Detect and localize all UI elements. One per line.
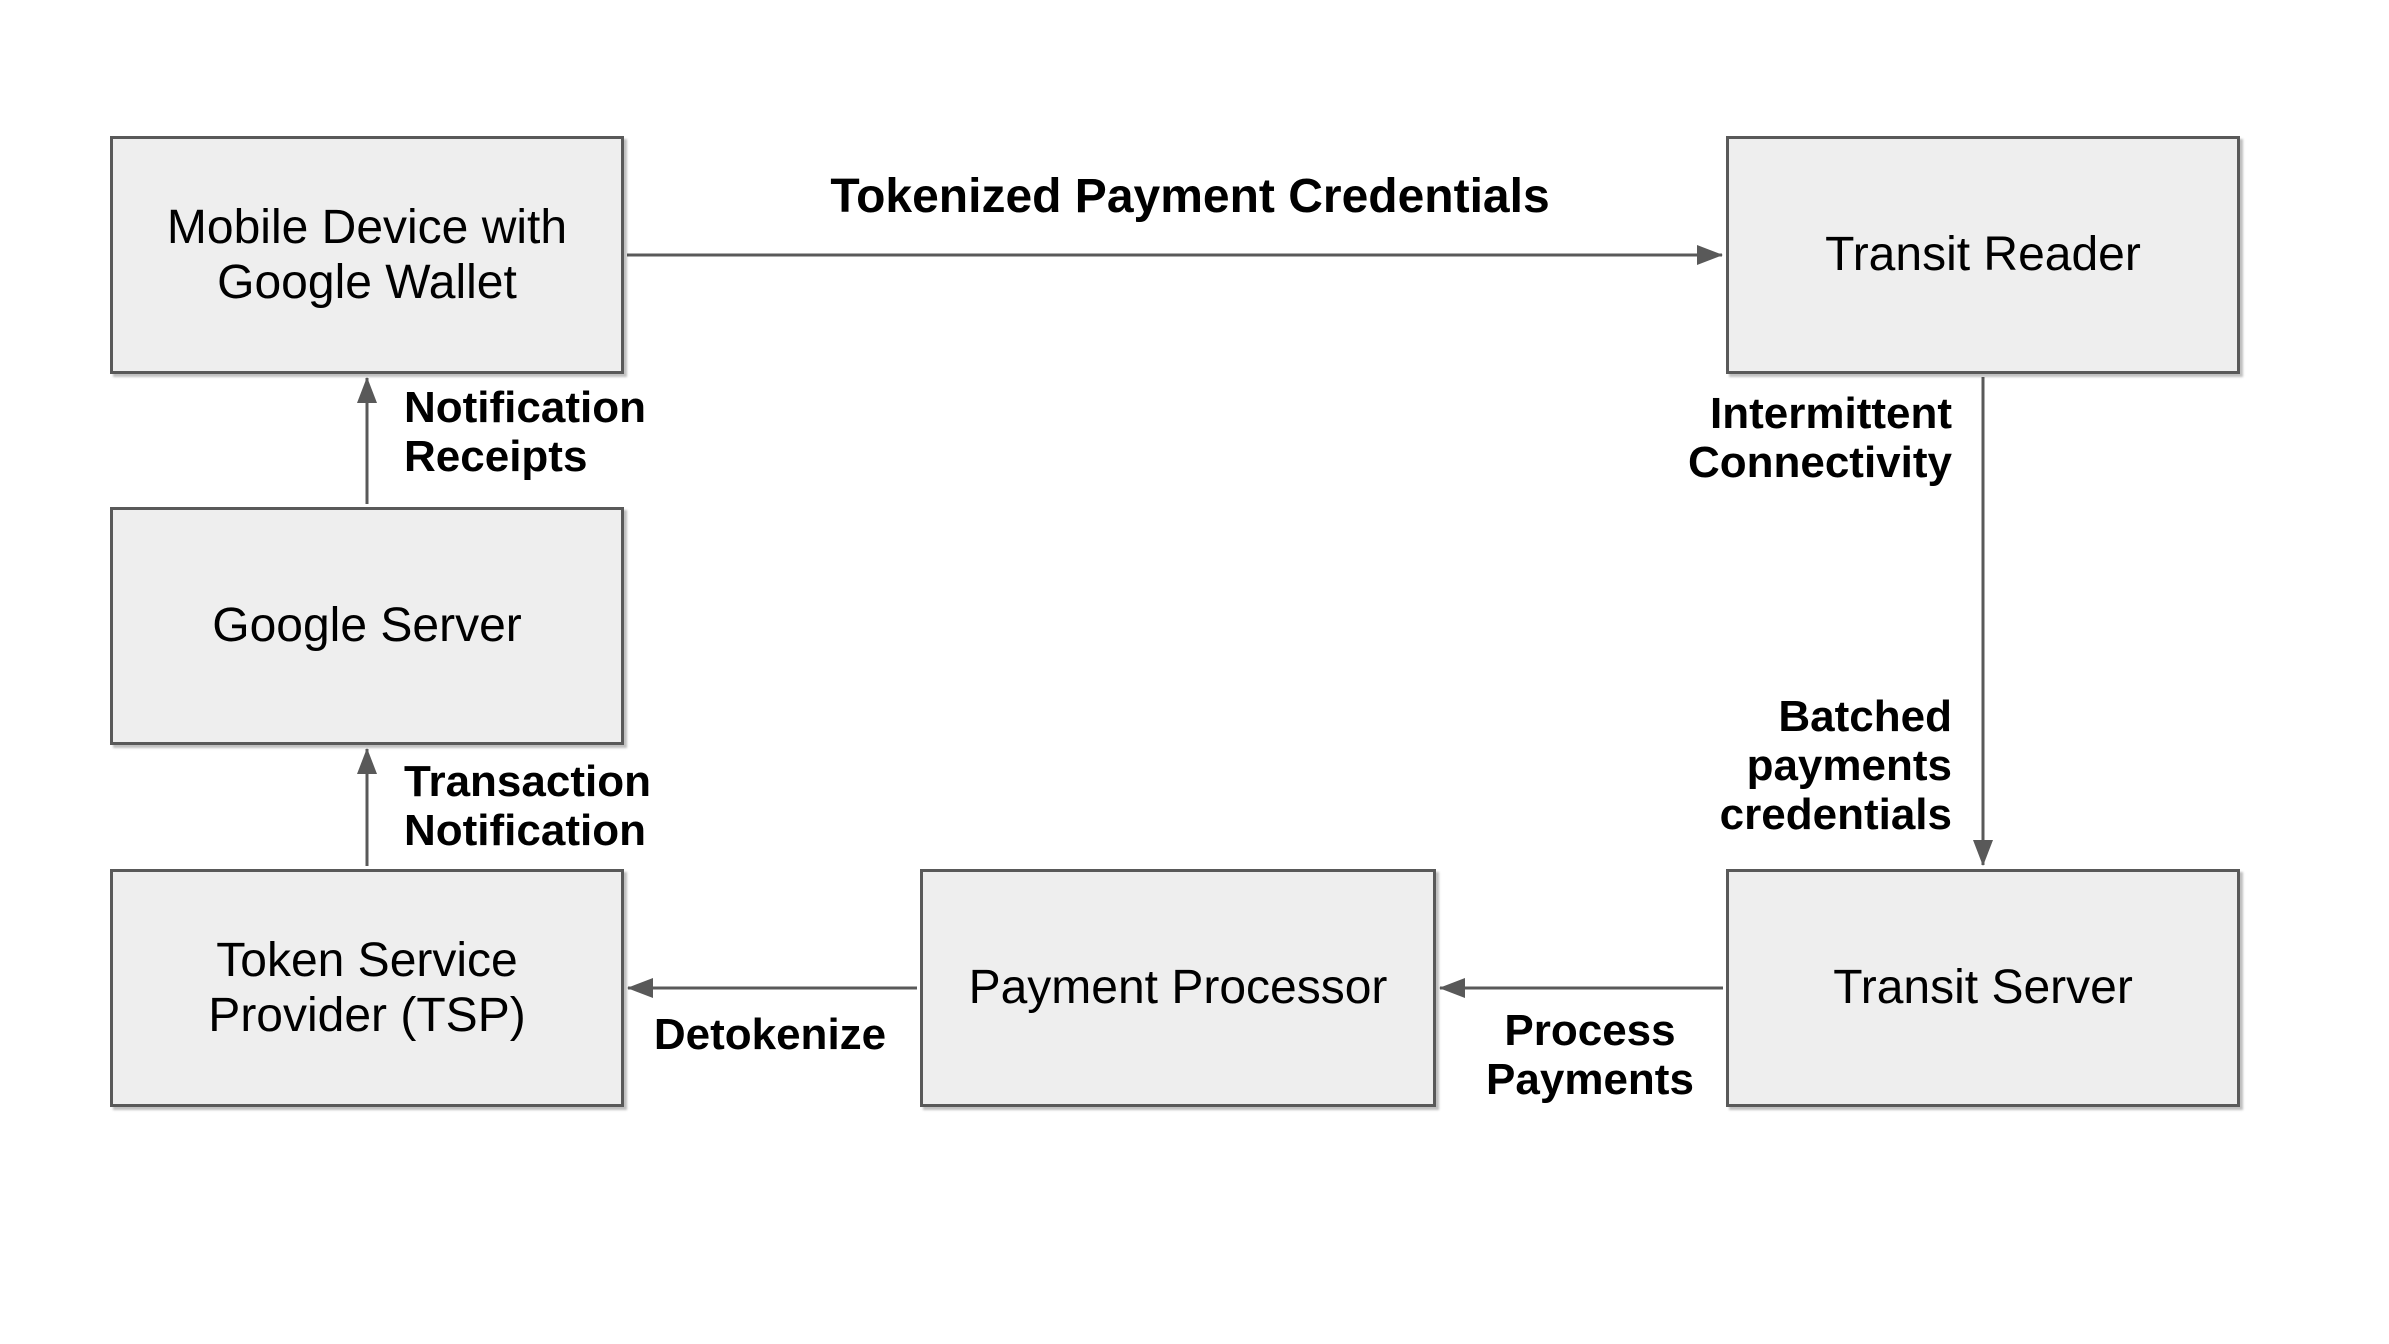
edge-label-batched-payments-credentials: Batched payments credentials [1719, 692, 1952, 839]
edge-label-process-payments: Process Payments [1486, 1006, 1694, 1104]
edge-label-notification-receipts: Notification Receipts [404, 383, 646, 481]
node-token-service-provider: Token Service Provider (TSP) [110, 869, 624, 1107]
node-transit-reader: Transit Reader [1726, 136, 2240, 374]
edge-label-detokenize: Detokenize [653, 1010, 887, 1059]
node-mobile-device: Mobile Device with Google Wallet [110, 136, 624, 374]
edge-label-transaction-notification: Transaction Notification [404, 757, 651, 855]
node-payment-processor: Payment Processor [920, 869, 1436, 1107]
node-transit-server: Transit Server [1726, 869, 2240, 1107]
node-google-server: Google Server [110, 507, 624, 745]
edge-label-tokenized-payment-credentials: Tokenized Payment Credentials [830, 170, 1550, 223]
edge-label-intermittent-connectivity: Intermittent Connectivity [1687, 389, 1952, 487]
